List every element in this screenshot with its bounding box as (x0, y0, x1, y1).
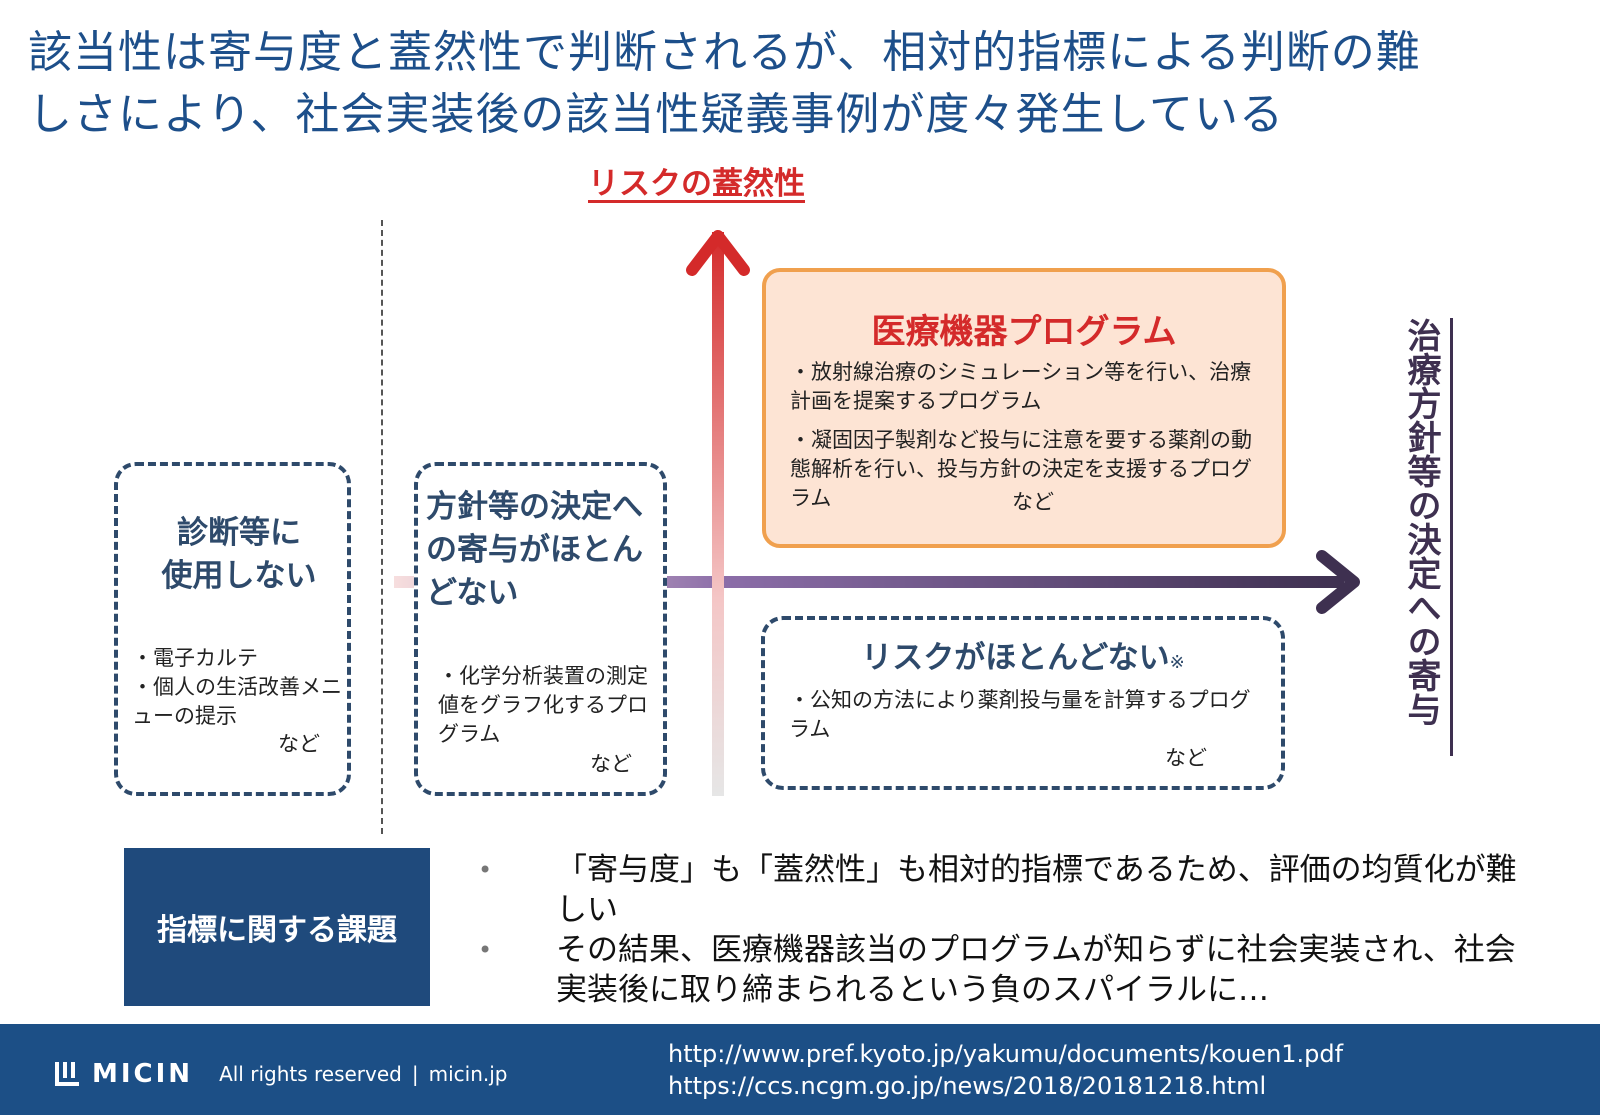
brand-name: MICIN (92, 1059, 194, 1089)
source-url-link[interactable]: https://ccs.ncgm.go.jp/news/2018/2018121… (668, 1072, 1267, 1100)
list-item: ・放射線治療のシミュレーション等を行い、治療計画を提案するプログラム (790, 360, 1252, 413)
rights-text: All rights reserved (219, 1062, 402, 1086)
list-item: ・凝固因子製剤など投与に注意を要する薬剤の動態解析を行い、投与方針の決定を支援す… (790, 428, 1252, 510)
box-heading: リスクがほとんどない※ (765, 632, 1281, 677)
box-items: ・放射線治療のシミュレーション等を行い、治療計画を提案するプログラム ・凝固因子… (790, 358, 1270, 523)
bullet-item: • 「寄与度」も「蓋然性」も相対的指標であるため、評価の均質化が難しい (470, 850, 1530, 930)
site-link[interactable]: micin.jp (428, 1062, 508, 1086)
note-mark: ※ (1169, 652, 1185, 673)
bullet-dot: • (478, 936, 493, 964)
micin-logo-icon (55, 1062, 79, 1086)
footer-brand: MICIN All rights reserved | micin.jp (54, 1059, 508, 1089)
y-axis-arrow (686, 230, 750, 796)
box-heading: 診断等に 使用しない (144, 512, 334, 598)
etc-label: など (590, 752, 632, 776)
list-item: ・電子カルテ (132, 646, 258, 670)
box-heading: 医療機器プログラム (871, 312, 1177, 352)
bullet-dot: • (478, 856, 493, 884)
box-items: ・公知の方法により薬剤投与量を計算するプログラム (789, 686, 1265, 744)
x-axis-label-bar (1450, 318, 1453, 756)
box-heading-line: 使用しない (161, 558, 317, 594)
title-line-1: 該当性は寄与度と蓋然性で判断されるが、相対的指標による判断の難 (28, 27, 1421, 78)
box-items: ・電子カルテ ・個人の生活改善メニューの提示 (132, 644, 342, 731)
box-little-risk: リスクがほとんどない※ ・公知の方法により薬剤投与量を計算するプログラム など (761, 616, 1285, 790)
bullet-text: 「寄与度」も「蓋然性」も相対的指標であるため、評価の均質化が難しい (556, 852, 1517, 928)
list-item: ・化学分析装置の測定値をグラフ化するプログラム (438, 664, 648, 746)
source-url-link[interactable]: http://www.pref.kyoto.jp/yakumu/document… (668, 1040, 1344, 1068)
issue-label: 指標に関する課題 (124, 848, 430, 1006)
footer-separator: | (411, 1062, 419, 1086)
box-medical-device-program: 医療機器プログラム ・放射線治療のシミュレーション等を行い、治療計画を提案するプ… (762, 268, 1286, 548)
page-title: 該当性は寄与度と蓋然性で判断されるが、相対的指標による判断の難 しさにより、社会… (28, 22, 1588, 146)
box-heading: 方針等の決定への寄与がほとんどない (426, 489, 643, 611)
footer-bar (0, 1024, 1600, 1115)
box-items: ・化学分析装置の測定値をグラフ化するプログラム (438, 662, 650, 749)
title-line-2: しさにより、社会実装後の該当性疑義事例が度々発生している (28, 89, 1285, 140)
x-axis-label: 治療方針等の決定への寄与 (1401, 318, 1441, 726)
issue-bullets: • 「寄与度」も「蓋然性」も相対的指標であるため、評価の均質化が難しい • その… (470, 850, 1530, 1010)
list-item: ・公知の方法により薬剤投与量を計算するプログラム (789, 688, 1251, 741)
source-urls: http://www.pref.kyoto.jp/yakumu/document… (668, 1038, 1343, 1102)
bullet-text: その結果、医療機器該当のプログラムが知らずに社会実装され、社会実装後に取り締まら… (556, 932, 1516, 1008)
list-item: ・個人の生活改善メニューの提示 (132, 675, 342, 728)
bullet-item: • その結果、医療機器該当のプログラムが知らずに社会実装され、社会実装後に取り締… (470, 930, 1530, 1010)
etc-label: など (1012, 490, 1054, 514)
box-heading-line: 診断等に (177, 515, 301, 551)
box-heading-text: リスクがほとんどない (861, 640, 1170, 676)
etc-label: など (1165, 746, 1207, 770)
y-axis-label: リスクの蓋然性 (588, 166, 805, 202)
etc-label: など (278, 732, 320, 756)
separator-line (381, 220, 383, 834)
box-little-contribution: 方針等の決定への寄与がほとんどない ・化学分析装置の測定値をグラフ化するプログラ… (414, 462, 667, 796)
box-not-used-for-diagnosis: 診断等に 使用しない ・電子カルテ ・個人の生活改善メニューの提示 など (114, 462, 351, 796)
